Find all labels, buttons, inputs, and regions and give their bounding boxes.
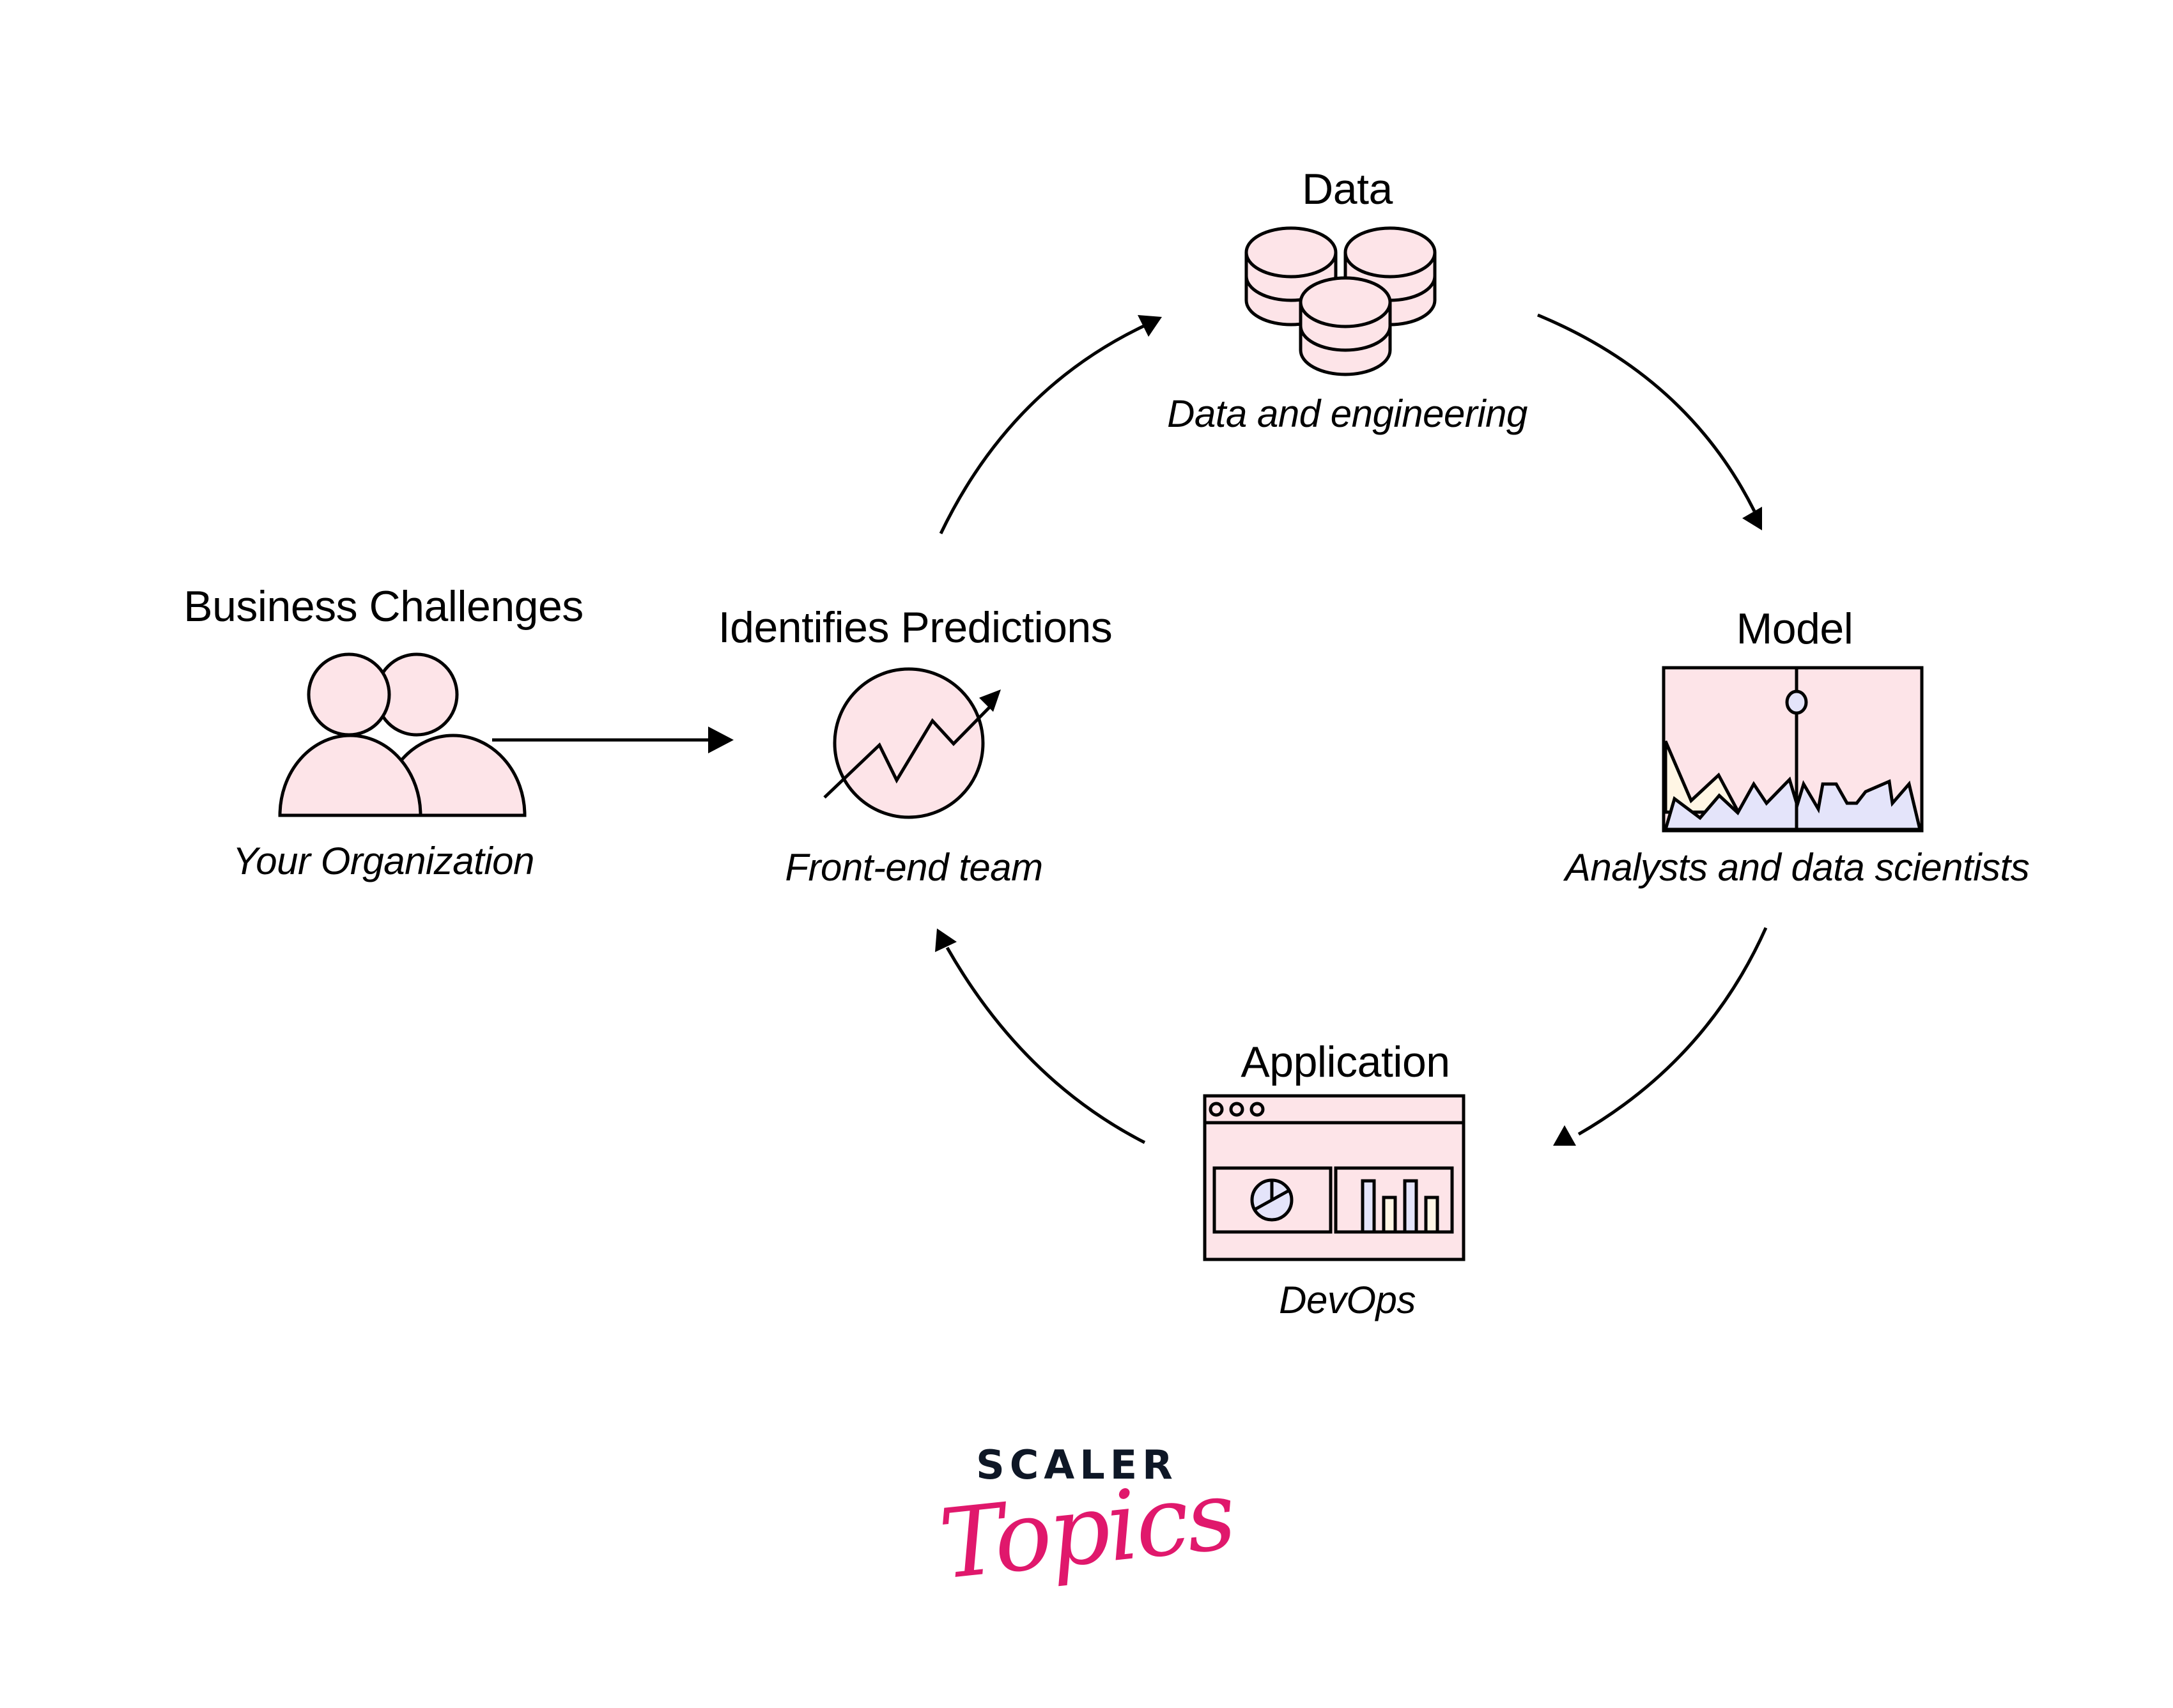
window-dot-icon xyxy=(1209,1102,1224,1117)
edge-data-to-model xyxy=(1537,313,1762,530)
arrowhead-icon xyxy=(1742,507,1762,530)
arrowhead-icon xyxy=(708,727,734,753)
person-front-body xyxy=(278,734,422,817)
trend-circle xyxy=(833,667,985,819)
logo-wordmark-scaler: SCALER xyxy=(976,1442,1178,1488)
database-icon xyxy=(1244,226,1437,376)
trend-chart-icon xyxy=(823,667,1001,819)
edge-application-to-predictions xyxy=(935,928,1146,1144)
arrow-curve xyxy=(939,324,1145,535)
people-icon xyxy=(278,652,527,817)
node-subtitle-data: Data and engineering xyxy=(1167,392,1527,435)
node-title-application: Application xyxy=(1241,1038,1450,1086)
trend-arrowhead xyxy=(979,689,1001,712)
window-dot-icon xyxy=(1229,1102,1244,1117)
edge-predictions-to-data xyxy=(939,315,1162,535)
db-cylinder-front xyxy=(1299,276,1392,376)
edge-model-to-application xyxy=(1553,927,1768,1146)
trend-line xyxy=(823,702,995,799)
node-title-predictions: Identifies Predictions xyxy=(718,603,1113,652)
arrowhead-icon xyxy=(935,928,957,952)
bar-chart-icon xyxy=(1361,1179,1439,1234)
app-pie-panel xyxy=(1212,1166,1333,1234)
model-area-blue xyxy=(1663,776,1922,831)
node-title-business: Business Challenges xyxy=(183,582,584,631)
node-title-data: Data xyxy=(1302,165,1393,213)
app-window-icon xyxy=(1203,1094,1465,1261)
arrowhead-icon xyxy=(1138,315,1162,337)
node-subtitle-model: Analysts and data scientists xyxy=(1565,846,2030,889)
arrow-curve xyxy=(945,946,1146,1144)
arrow-curve xyxy=(1577,927,1768,1136)
window-dot-icon xyxy=(1249,1102,1265,1117)
node-subtitle-application: DevOps xyxy=(1279,1279,1416,1321)
node-subtitle-predictions: Front-end team xyxy=(785,846,1043,889)
edge-business-to-predictions xyxy=(492,727,734,753)
logo-wordmark-topics: Topics xyxy=(934,1459,1239,1601)
pie-chart-icon xyxy=(1250,1178,1294,1222)
node-title-model: Model xyxy=(1736,604,1853,653)
model-chart-icon xyxy=(1662,666,1924,833)
node-subtitle-business: Your Organization xyxy=(233,840,534,882)
person-front-head xyxy=(307,652,391,737)
arrowhead-icon xyxy=(1553,1125,1576,1146)
arrow-curve xyxy=(1537,313,1756,512)
model-slider-knob xyxy=(1785,689,1808,715)
